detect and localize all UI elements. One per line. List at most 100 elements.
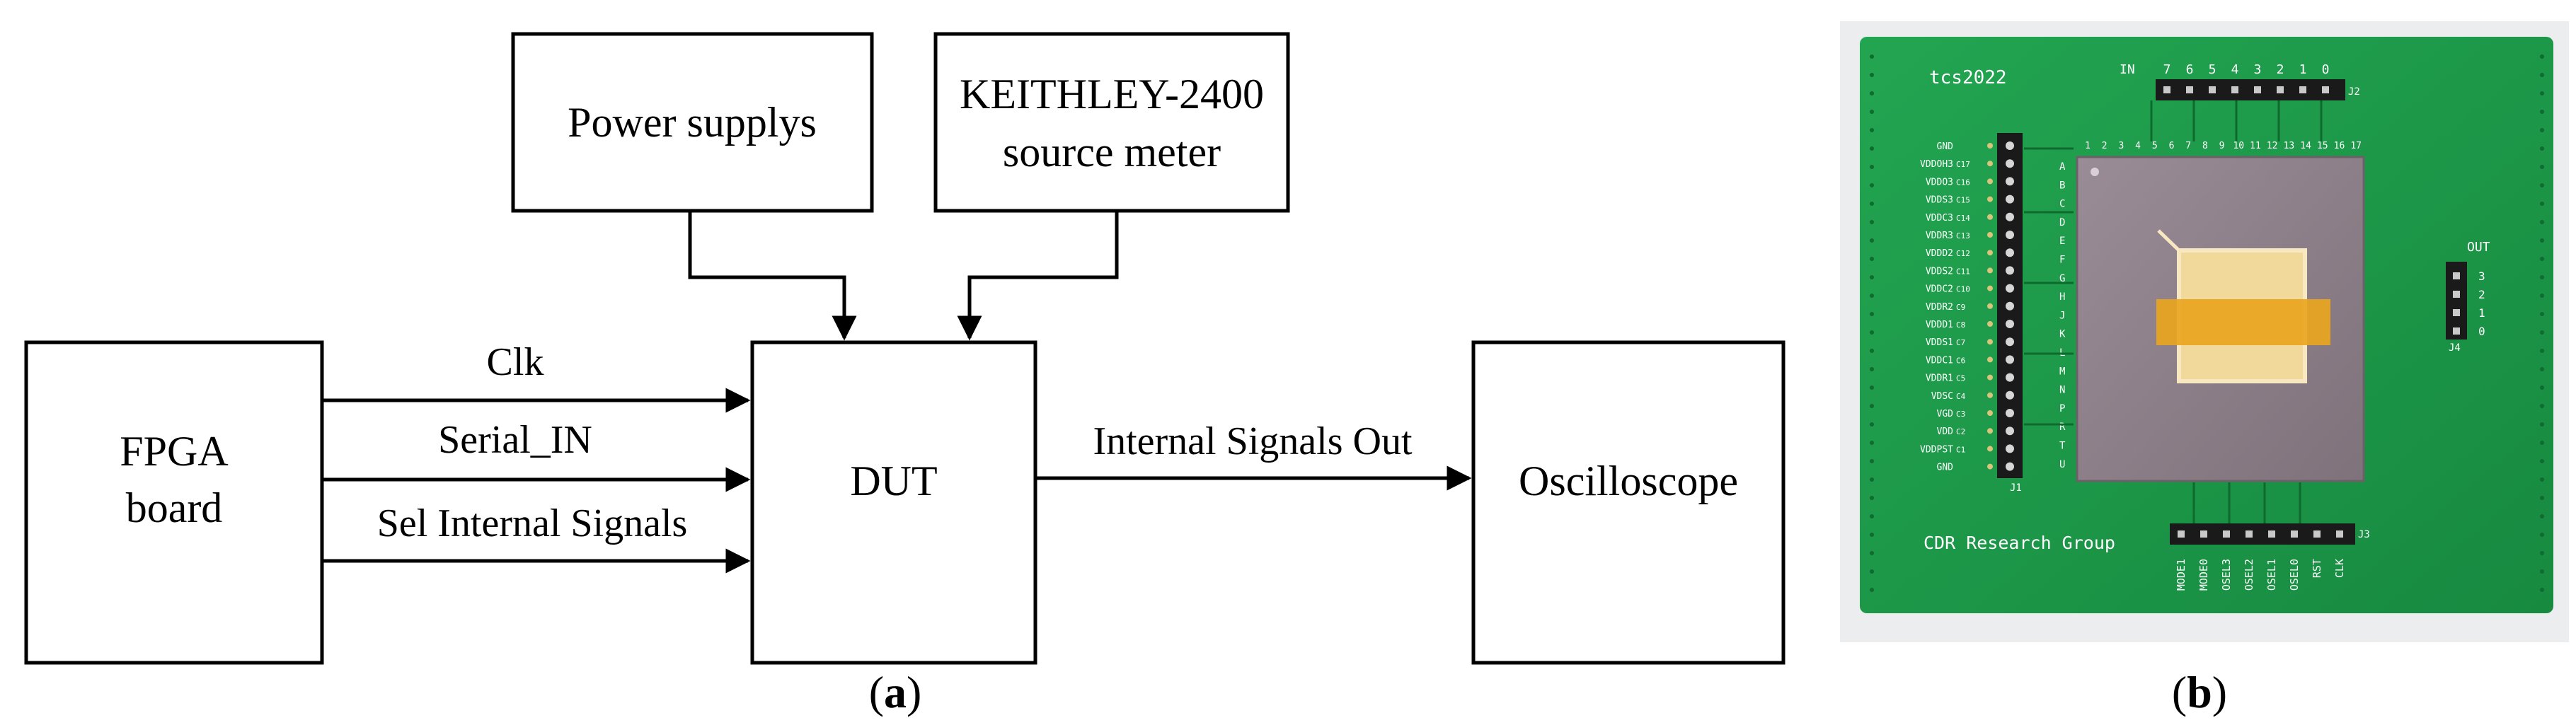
edge-hole — [1870, 146, 1874, 151]
header-pin — [2006, 301, 2014, 311]
power-rail-code: C7 — [1956, 338, 1965, 347]
keithley-to-dut-arrow — [957, 211, 1119, 341]
chip-row-letter: G — [2059, 273, 2065, 284]
out-pin-number: 0 — [2478, 325, 2485, 338]
chip-column-number: 7 — [2185, 141, 2191, 151]
power-rail-label: VDD — [1937, 427, 1954, 437]
solder-pad — [1987, 392, 1993, 398]
j3-label: J3 — [2358, 529, 2370, 540]
header-pin — [2006, 248, 2014, 257]
power-rail-code: C10 — [1956, 285, 1970, 294]
power-rail-code: C1 — [1956, 445, 1965, 454]
edge-hole — [1870, 404, 1874, 408]
header-pin — [2006, 444, 2014, 453]
chip-column-number: 2 — [2102, 141, 2108, 151]
edge-hole — [1870, 275, 1874, 279]
power-to-dut-arrow — [688, 211, 857, 341]
clk-label: Clk — [487, 340, 544, 384]
chip-column-number: 15 — [2317, 141, 2328, 151]
power-rail-label: VDDD2 — [1926, 248, 1953, 259]
power-rail-code: C6 — [1956, 356, 1965, 365]
edge-hole — [2540, 73, 2544, 77]
header-pin — [2006, 195, 2014, 204]
in-pin-number: 5 — [2209, 62, 2216, 77]
header-pin — [2299, 86, 2306, 93]
chip-column-number: 12 — [2267, 141, 2278, 151]
edge-hole — [1870, 128, 1874, 132]
edge-hole — [1870, 422, 1874, 427]
header-pin — [2006, 337, 2014, 347]
chip-column-number: 8 — [2202, 141, 2208, 151]
power-supply-label: Power supplys — [568, 99, 817, 146]
edge-holes — [1870, 54, 2544, 592]
edge-hole — [1870, 110, 1874, 114]
power-rail-code: C4 — [1956, 392, 1966, 401]
chip-column-number: 4 — [2135, 141, 2141, 151]
edge-hole — [2540, 514, 2544, 518]
control-pin-label: MODE1 — [2175, 559, 2187, 591]
edge-hole — [1870, 183, 1874, 187]
edge-hole — [2540, 183, 2544, 187]
power-rail-code: C17 — [1956, 160, 1970, 169]
edge-hole — [1870, 385, 1874, 390]
chip-row-letter: N — [2059, 385, 2065, 396]
chip-row-letter: A — [2059, 161, 2066, 173]
solder-pad — [1987, 250, 1993, 256]
in-pin-number: 7 — [2163, 62, 2171, 77]
edge-hole — [2540, 569, 2544, 574]
solder-pad — [1987, 196, 1993, 202]
power-rail-code: C11 — [1956, 267, 1970, 276]
header-pin — [2006, 231, 2014, 239]
edge-hole — [2540, 275, 2544, 279]
j4-label: J4 — [2449, 342, 2461, 354]
power-rail-label: VDDS1 — [1926, 337, 1953, 348]
edge-hole — [1870, 312, 1874, 316]
header-pin — [2006, 373, 2014, 382]
fpga-label-line2: board — [126, 485, 223, 531]
chip-column-number: 9 — [2219, 141, 2225, 151]
header-pin — [2163, 86, 2170, 93]
header-pin — [2453, 272, 2460, 279]
header-pin — [2006, 284, 2014, 293]
power-rail-label: VDDC1 — [1926, 355, 1953, 366]
edge-hole — [2540, 477, 2544, 482]
solder-pad — [1987, 161, 1993, 167]
header-pin — [2186, 86, 2193, 93]
edge-hole — [2540, 330, 2544, 335]
edge-hole — [2540, 54, 2544, 59]
serial-in-label: Serial_IN — [438, 418, 592, 462]
out-pin-number: 3 — [2478, 269, 2485, 283]
header-pin — [2006, 177, 2014, 186]
left-header-pins — [1987, 141, 2014, 471]
bottom-header-pins — [2178, 530, 2343, 538]
caption-a: (a) — [869, 667, 922, 717]
control-pin-label: OSEL2 — [2243, 559, 2255, 591]
edge-hole — [1870, 294, 1874, 298]
edge-hole — [1870, 257, 1874, 261]
out-header-pins — [2453, 272, 2460, 335]
header-pin — [2231, 86, 2238, 93]
chip-row-letter: M — [2059, 366, 2065, 377]
power-rail-label: VDDC2 — [1926, 284, 1953, 295]
edge-hole — [1870, 533, 1874, 537]
power-rail-label: VDDOH3 — [1920, 159, 1953, 170]
chip-row-letter: U — [2059, 459, 2065, 470]
edge-hole — [2540, 367, 2544, 371]
control-pin-label: RST — [2311, 559, 2323, 578]
header-pin — [2006, 409, 2014, 417]
control-pin-label: MODE0 — [2197, 559, 2210, 591]
solder-pad — [1987, 178, 1993, 185]
keithley-box — [933, 32, 1290, 213]
power-rail-label: VDDR3 — [1926, 231, 1953, 241]
edge-hole — [2540, 257, 2544, 261]
edge-hole — [1870, 551, 1874, 555]
in-pin-number: 0 — [2322, 62, 2330, 77]
edge-hole — [2540, 146, 2544, 151]
chip-row-letter: B — [2059, 180, 2065, 191]
edge-hole — [2540, 551, 2544, 555]
power-rail-label: VDDO3 — [1926, 177, 1953, 187]
header-pin — [2006, 141, 2014, 150]
edge-hole — [1870, 367, 1874, 371]
